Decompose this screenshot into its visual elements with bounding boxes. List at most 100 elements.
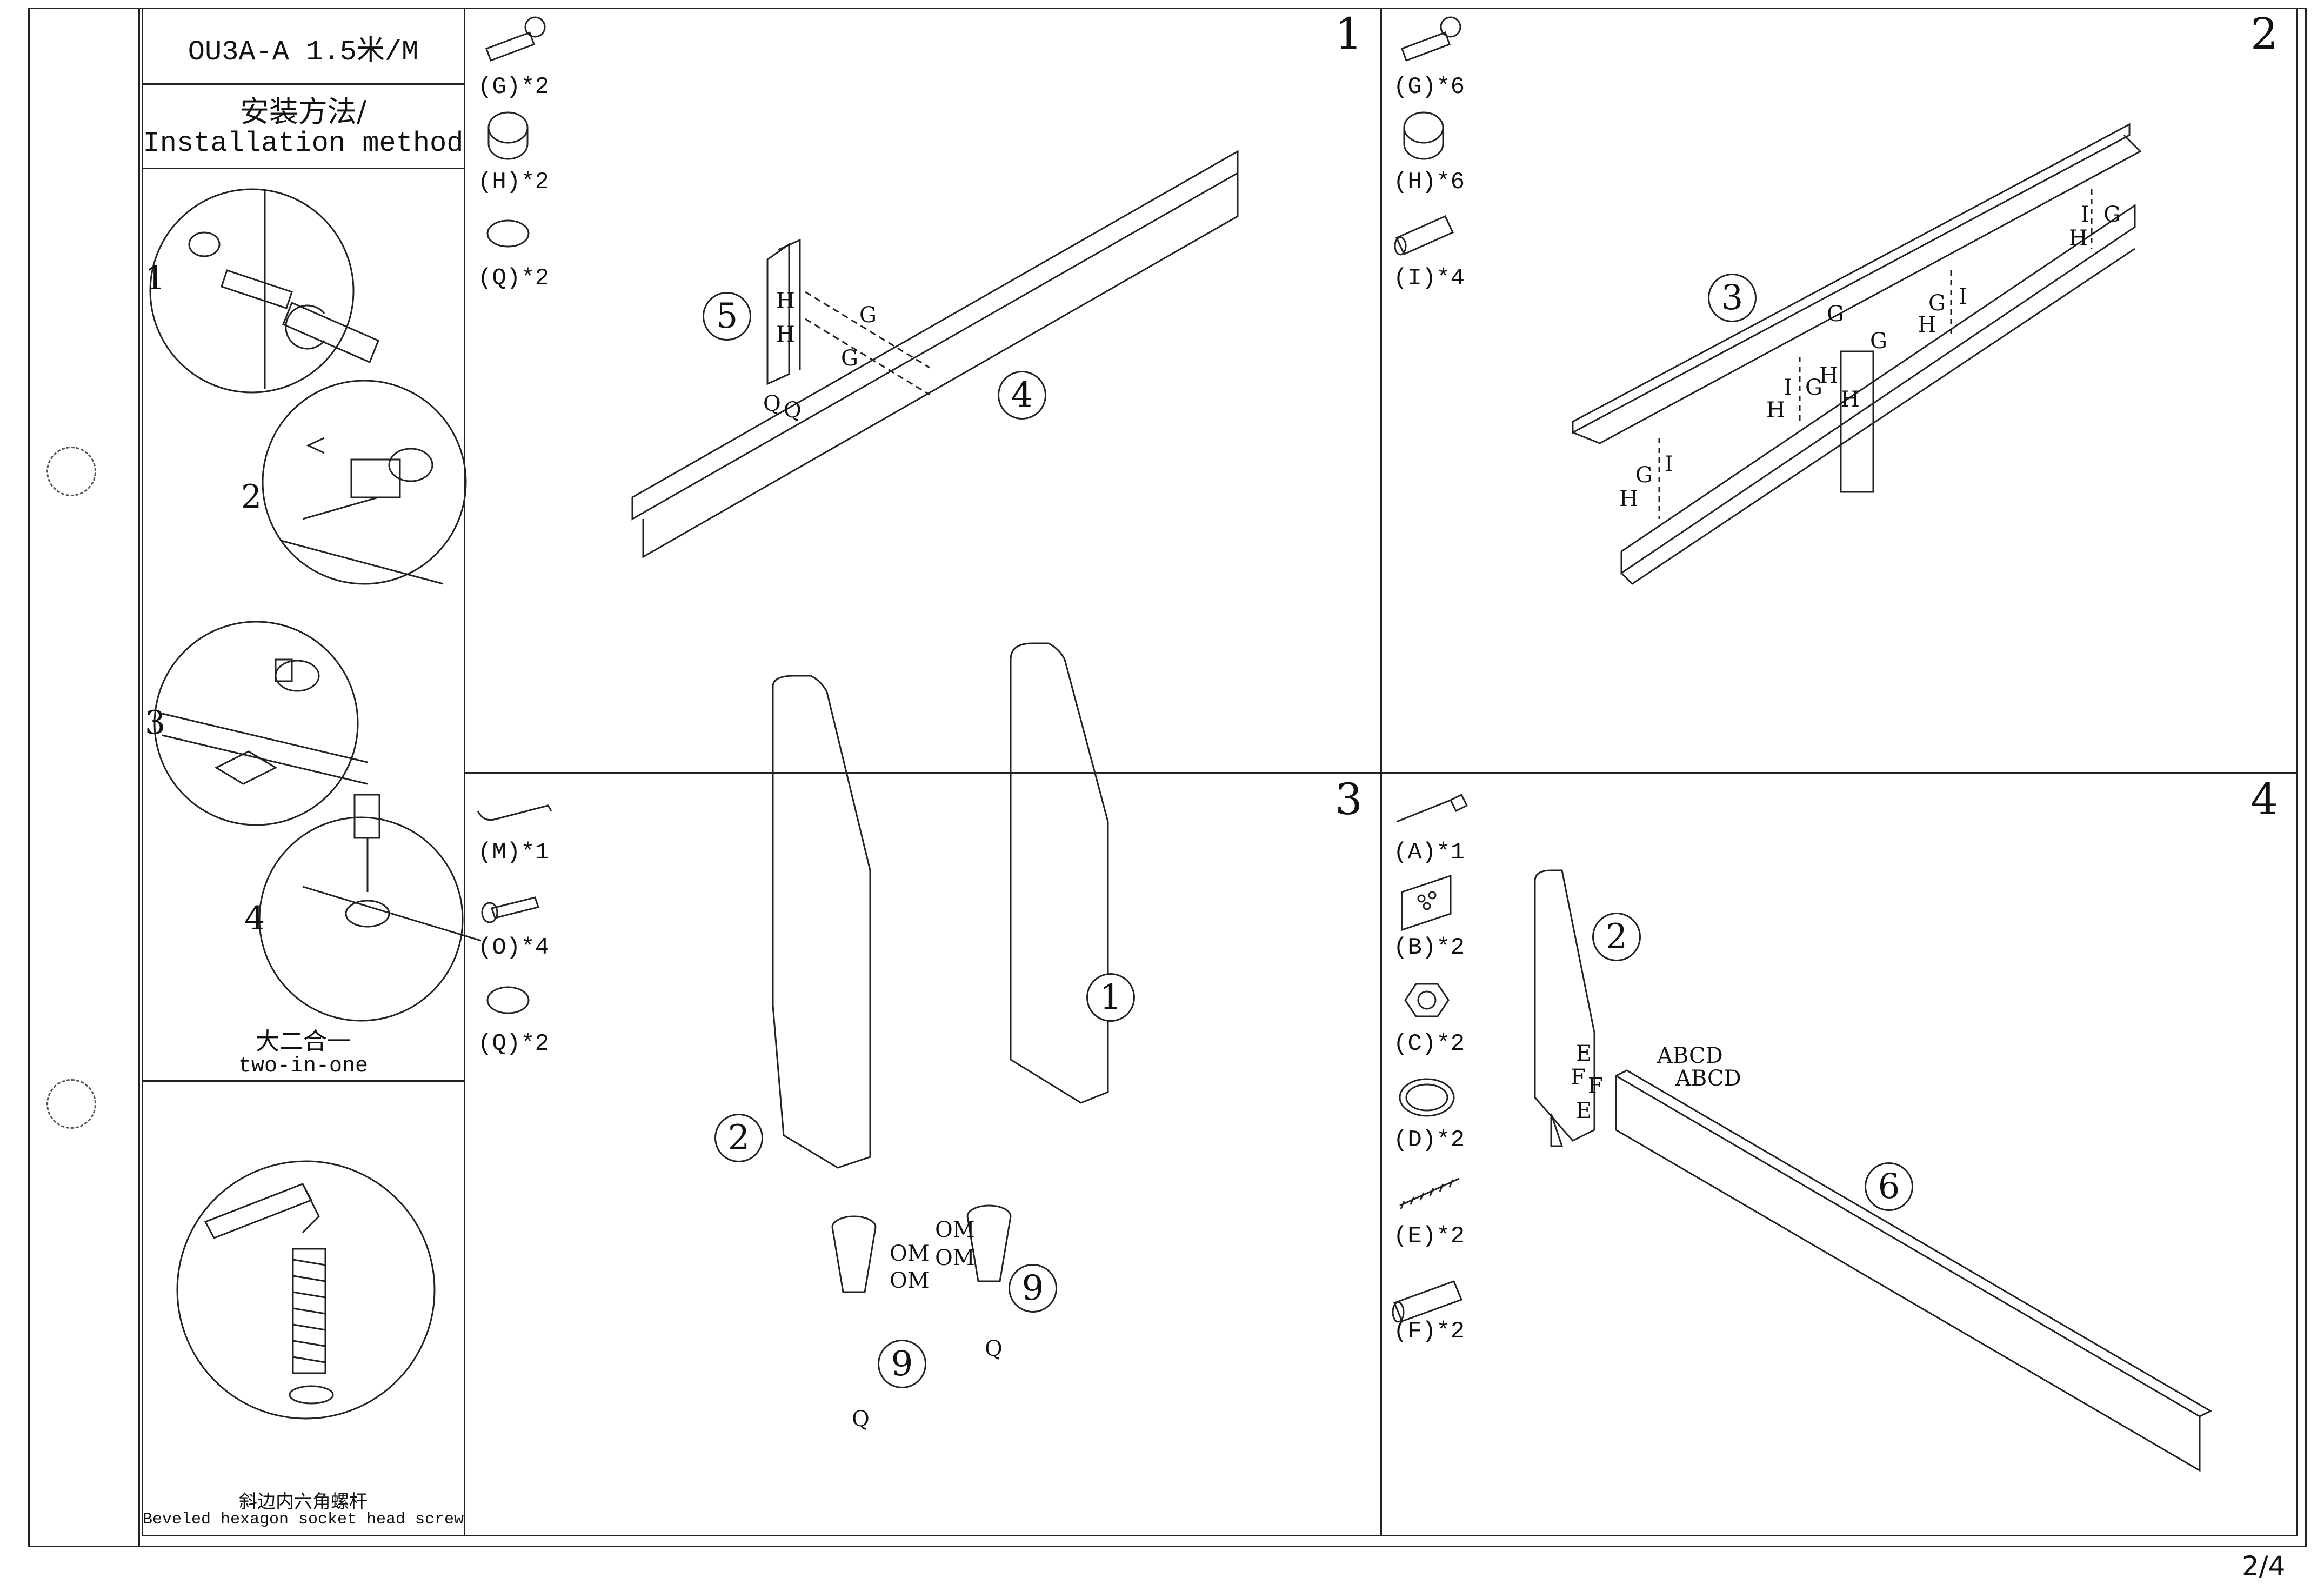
step-3-callout-9b: 9 [1009, 1264, 1057, 1313]
post [1840, 350, 1874, 493]
step-2-letter-6: H [1819, 363, 1838, 388]
cam-bolt-icon [485, 16, 546, 62]
step-3-part-m: (M)*1 [478, 839, 550, 866]
leg-9-left [831, 1215, 877, 1293]
step-1-letter-g2: G [841, 346, 858, 371]
step-3-callout-1: 1 [1086, 973, 1135, 1022]
step-3-letter-om4: OM [935, 1246, 975, 1270]
step-3-letter-om1: OM [890, 1241, 930, 1266]
step-4-letter-f1: F [1571, 1065, 1586, 1090]
method-step-2-label: 2 [241, 478, 262, 516]
method-title-en: Installation method [143, 128, 464, 159]
panel-2-side [1534, 869, 1595, 1142]
step-2-part-i: (I)*4 [1393, 265, 1465, 292]
step-3-letter-q1: Q [852, 1407, 870, 1432]
step-2-letter-5: G [1805, 375, 1822, 400]
step-2-letter-10: H [2069, 226, 2088, 251]
step-3-number: 3 [1335, 774, 1363, 824]
panel-1 [1010, 642, 1109, 1104]
step-4-part-c: (C)*2 [1393, 1030, 1465, 1057]
allen-key-icon [477, 804, 552, 821]
step-4-callout-6: 6 [1865, 1162, 1913, 1211]
step-2-part-g: (G)*6 [1393, 74, 1465, 101]
step-4-letter-e1: E [1576, 1041, 1592, 1066]
two-in-one-cn: 大二合一 [256, 1028, 351, 1055]
step-1-callout-4: 4 [998, 371, 1046, 420]
step-1-letter-q2: Q [784, 398, 802, 423]
rail-3-bottom [1620, 204, 2136, 575]
step-2-letter-3: H [1766, 398, 1785, 423]
step-2-letter-8: G [1928, 291, 1946, 316]
step-1-part-g: (G)*2 [478, 74, 550, 101]
step-2-letter-13: G [2103, 202, 2121, 227]
method-step-1-label: 1 [145, 259, 166, 297]
binding-margin-divider [138, 8, 140, 1547]
screw-caption-en: Beveled hexagon socket head screw [142, 1510, 464, 1529]
plate-icon [1401, 874, 1452, 931]
step-2-letter-4: I [1784, 375, 1792, 400]
step-2-letter-16: H [1619, 487, 1638, 511]
ring-icon [1399, 1078, 1455, 1117]
method-step-3-label: 3 [145, 704, 166, 742]
step-2-letter-2: G [1870, 329, 1887, 354]
nut-icon [1404, 983, 1450, 1017]
page-number: 2/4 [2242, 1550, 2286, 1582]
step-4-number: 4 [2250, 774, 2278, 824]
step-4-letter-abcd2: ABCD [1675, 1066, 1741, 1091]
step-4-letter-e2: E [1576, 1099, 1592, 1123]
step-1-letter-h1: H [776, 289, 795, 314]
step-4-part-e: (E)*2 [1393, 1223, 1465, 1250]
step-3-letter-q2: Q [985, 1336, 1003, 1361]
sidebar-rule-2 [142, 168, 465, 169]
step-2-number: 2 [2250, 9, 2278, 59]
grid-horizontal [464, 772, 2298, 774]
step-2-letter-14: I [1665, 452, 1673, 477]
step-2-part-h: (H)*6 [1393, 169, 1465, 196]
step-1-letter-q1: Q [763, 391, 781, 416]
step-1-letter-h2: H [776, 322, 795, 347]
step-2-letter-11: I [2081, 202, 2089, 227]
threaded-rod-icon [1399, 1177, 1460, 1209]
step-4-letter-f2: F [1588, 1074, 1603, 1099]
rail-4 [631, 150, 1239, 521]
cam-lock-icon [487, 111, 529, 160]
leg-9-right [966, 1204, 1012, 1282]
step-3-letter-om2: OM [890, 1268, 930, 1293]
step-3-callout-9a: 9 [878, 1340, 926, 1388]
step-2-letter-7: I [1959, 284, 1967, 309]
step-3-part-o: (O)*4 [478, 934, 550, 961]
cap-icon [486, 219, 530, 248]
step-4-part-b: (B)*2 [1393, 934, 1465, 961]
step-3-part-q: (Q)*2 [478, 1030, 550, 1057]
step-4-part-a: (A)*1 [1393, 839, 1465, 866]
screw-icon [481, 896, 539, 923]
method-title-cn: 安装方法/ [239, 95, 367, 129]
block-5 [766, 243, 790, 385]
screw-caption-cn: 斜边内六角螺杆 [239, 1491, 368, 1513]
panel-2 [772, 675, 871, 1169]
step-1-letter-g1: G [859, 303, 877, 328]
rail-3-top [1572, 123, 2131, 434]
step-1-part-h: (H)*2 [478, 169, 550, 196]
step-2-letter-12: H [1841, 387, 1860, 412]
step-2-letter-1: G [1827, 302, 1844, 327]
step-4-letter-abcd1: ABCD [1657, 1043, 1723, 1068]
method-step-4-label: 4 [244, 900, 265, 937]
step-4-callout-2: 2 [1592, 913, 1641, 961]
step-4-part-d: (D)*2 [1393, 1127, 1465, 1154]
punch-hole-top [46, 447, 96, 496]
wrench-icon [1396, 793, 1468, 823]
rail-6 [1615, 1074, 2201, 1472]
sidebar-rule-3 [142, 1080, 465, 1082]
punch-hole-bottom [46, 1079, 96, 1129]
step-3-letter-om3: OM [935, 1217, 975, 1242]
step-3-callout-2: 2 [714, 1114, 763, 1162]
two-in-one-en: two-in-one [238, 1054, 369, 1079]
step-2-callout-3: 3 [1708, 274, 1757, 322]
step-1-number: 1 [1335, 9, 1363, 59]
step-2-letter-9: H [1918, 312, 1936, 337]
step-1-part-q: (Q)*2 [478, 265, 550, 292]
step-4-part-f: (F)*2 [1393, 1318, 1465, 1345]
